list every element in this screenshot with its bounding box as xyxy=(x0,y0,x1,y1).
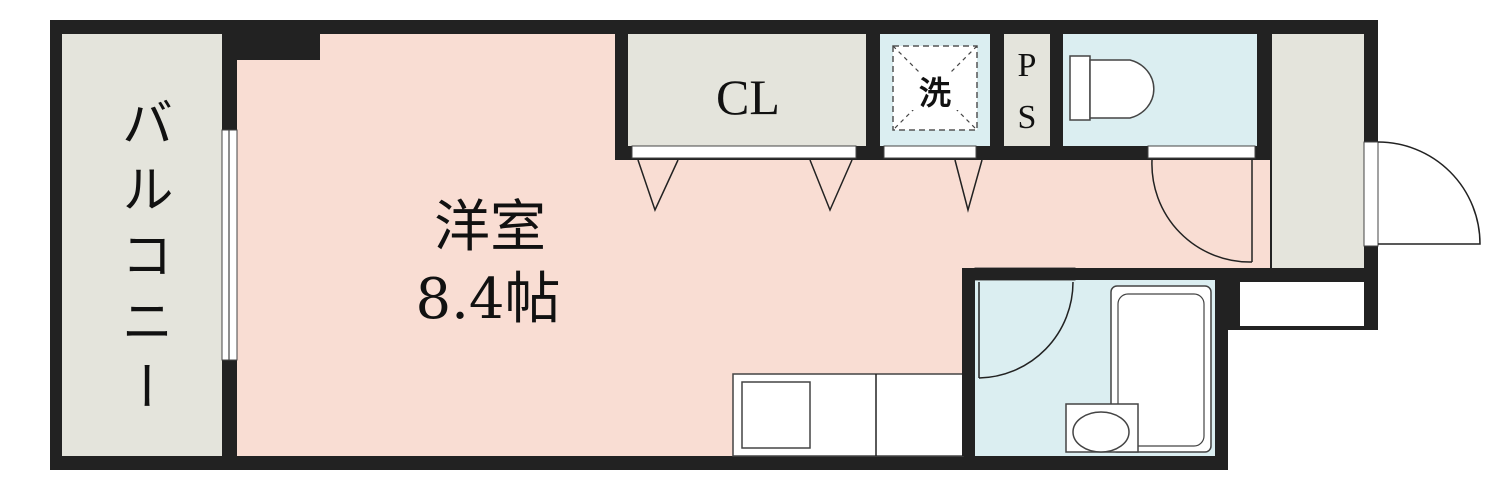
toilet-door-track xyxy=(1147,145,1256,159)
closet-door-left xyxy=(637,159,679,213)
bathroom-door-swing xyxy=(978,281,1074,379)
bathtub-inner xyxy=(1117,293,1205,447)
kitchen-sink xyxy=(741,381,811,449)
entry-door-frame xyxy=(1363,141,1379,247)
washer-label: 洗 xyxy=(919,74,951,112)
closet-area xyxy=(628,34,866,146)
column xyxy=(237,34,320,60)
wash-basin-bowl xyxy=(1072,411,1130,453)
toilet-door-swing xyxy=(1151,159,1253,263)
pipe-space-area xyxy=(1004,34,1050,146)
closet-label: CL xyxy=(716,69,780,125)
balcony-area xyxy=(62,34,222,456)
room-size: 8.4帖 xyxy=(415,267,560,332)
entrance-step xyxy=(1240,282,1364,326)
washer-door-track xyxy=(883,145,977,159)
pipe-space-label-bottom: S xyxy=(1018,99,1037,136)
room-name: 洋室 xyxy=(434,195,546,260)
washer-door xyxy=(954,159,983,213)
western-room-area xyxy=(237,34,1270,456)
washer-label-bg xyxy=(910,72,960,110)
inner-walls xyxy=(615,34,1272,456)
toilet-bowl xyxy=(1089,59,1155,119)
entry-door-swing xyxy=(1377,141,1481,245)
pipe-space-label-top: P xyxy=(1018,47,1037,84)
closet-door-track xyxy=(631,145,857,159)
toilet-tank xyxy=(1069,55,1091,121)
balcony-label: バルコニー xyxy=(112,96,172,426)
entrance-area xyxy=(1272,34,1364,268)
closet-door-right xyxy=(809,159,853,212)
